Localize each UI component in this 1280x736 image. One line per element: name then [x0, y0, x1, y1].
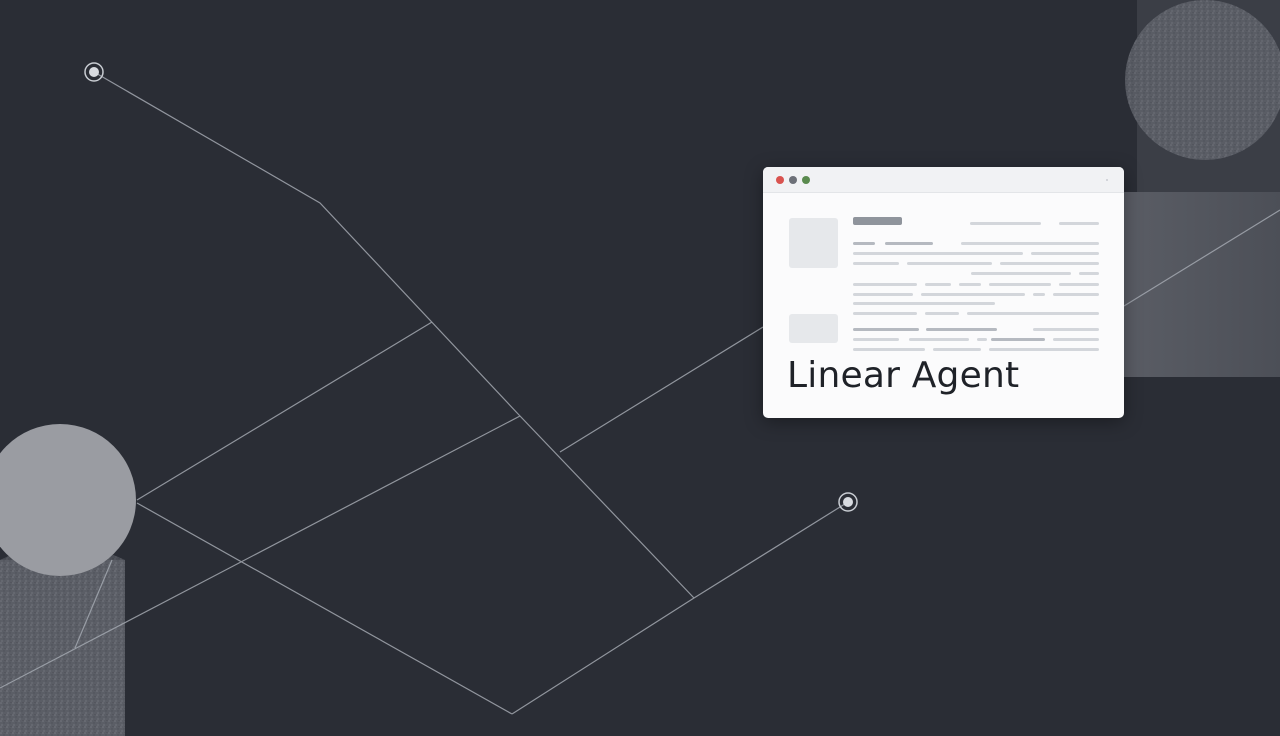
- placeholder-line: [853, 328, 919, 331]
- placeholder-line: [1031, 252, 1099, 255]
- minimize-dot-icon: [789, 176, 797, 184]
- placeholder-line: [853, 283, 917, 286]
- placeholder-line: [1033, 328, 1099, 331]
- placeholder-line: [971, 272, 1071, 275]
- titlebar-marker: [1106, 179, 1108, 181]
- placeholder-line: [853, 312, 917, 315]
- placeholder-line: [1000, 262, 1099, 265]
- placeholder-line: [853, 293, 913, 296]
- placeholder-line: [1059, 283, 1099, 286]
- placeholder-line: [1059, 222, 1099, 225]
- placeholder-line: [925, 312, 959, 315]
- right-panel-shape: [1124, 192, 1280, 377]
- placeholder-line: [909, 338, 969, 341]
- placeholder-title-line: [853, 217, 902, 225]
- card-heading: Linear Agent: [787, 355, 1020, 396]
- placeholder-line: [926, 328, 997, 331]
- placeholder-line: [977, 338, 987, 341]
- placeholder-line: [989, 348, 1099, 351]
- placeholder-line: [853, 252, 1023, 255]
- gray-circle-left: [0, 424, 136, 576]
- node-bottom-right: [838, 492, 858, 512]
- node-top-left: [84, 62, 104, 82]
- placeholder-line: [1053, 293, 1099, 296]
- placeholder-line: [967, 312, 1099, 315]
- placeholder-line: [885, 242, 933, 245]
- window-titlebar: [763, 167, 1124, 193]
- placeholder-line: [1033, 293, 1045, 296]
- placeholder-line: [907, 262, 992, 265]
- thumbnail-placeholder: [789, 218, 838, 268]
- thumbnail-placeholder: [789, 314, 838, 343]
- placeholder-line: [933, 348, 981, 351]
- maximize-dot-icon: [802, 176, 810, 184]
- placeholder-line: [970, 222, 1041, 225]
- placeholder-line: [1079, 272, 1099, 275]
- placeholder-line: [959, 283, 981, 286]
- placeholder-line: [989, 283, 1051, 286]
- placeholder-line: [853, 262, 899, 265]
- placeholder-line: [853, 242, 875, 245]
- placeholder-line: [961, 242, 1099, 245]
- textured-circle-top-right: [1125, 0, 1280, 160]
- placeholder-line: [853, 348, 925, 351]
- placeholder-line: [991, 338, 1045, 341]
- placeholder-line: [921, 293, 1025, 296]
- placeholder-line: [925, 283, 951, 286]
- placeholder-line: [853, 302, 995, 305]
- close-dot-icon: [776, 176, 784, 184]
- placeholder-line: [1053, 338, 1099, 341]
- placeholder-line: [853, 338, 899, 341]
- app-window-card: Linear Agent: [763, 167, 1124, 418]
